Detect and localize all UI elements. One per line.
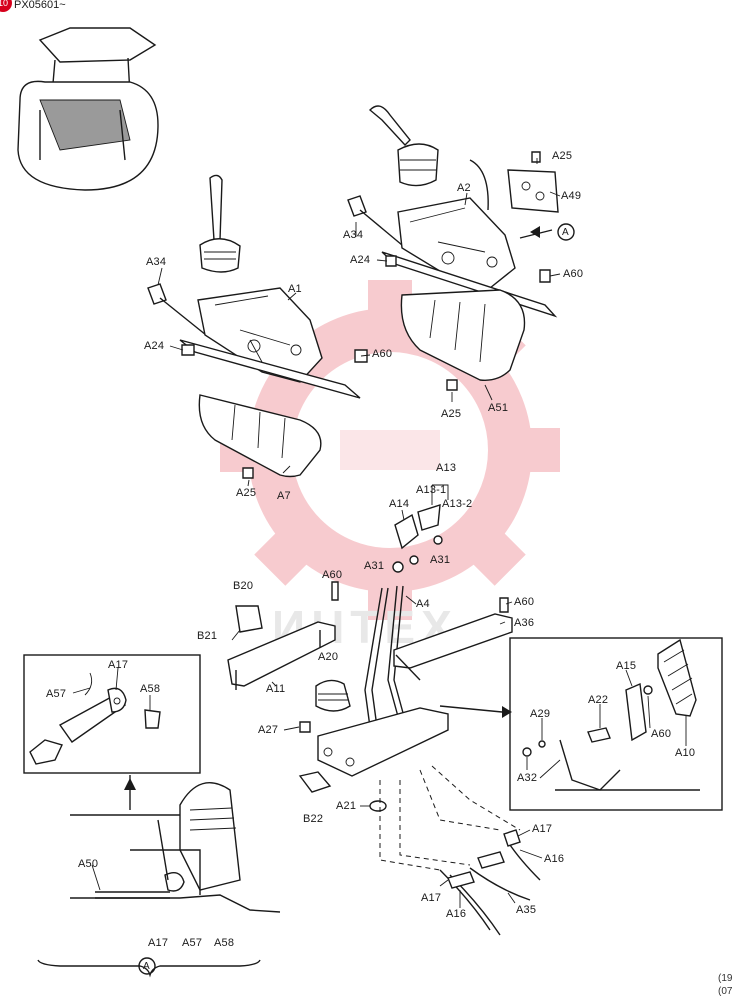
part-label-a17[interactable]: A17 xyxy=(532,823,553,835)
part-label-a34[interactable]: A34 xyxy=(146,256,167,268)
view-marker-a: A xyxy=(562,227,569,238)
page-header: 10 PX05601~ xyxy=(0,0,66,12)
part-label-a32[interactable]: A32 xyxy=(517,772,538,784)
serial-code: PX05601~ xyxy=(14,0,66,11)
part-label-a31[interactable]: A31 xyxy=(364,560,385,572)
part-label-b20[interactable]: B20 xyxy=(233,580,254,592)
part-label-a17[interactable]: A17 xyxy=(148,937,169,949)
inset-right-box xyxy=(509,637,723,811)
part-label-a24[interactable]: A24 xyxy=(350,254,371,266)
part-label-a35[interactable]: A35 xyxy=(516,904,537,916)
part-label-a14[interactable]: A14 xyxy=(389,498,410,510)
part-label-a29[interactable]: A29 xyxy=(530,708,551,720)
part-label-a13[interactable]: A13 xyxy=(436,462,457,474)
base-plate-group xyxy=(298,679,512,812)
part-label-a36[interactable]: A36 xyxy=(514,617,535,629)
part-label-a58[interactable]: A58 xyxy=(140,683,161,695)
part-label-a25[interactable]: A25 xyxy=(552,150,573,162)
machine-thumbnail-icon xyxy=(17,27,159,191)
part-label-a21[interactable]: A21 xyxy=(336,800,357,812)
part-label-a50[interactable]: A50 xyxy=(78,858,99,870)
part-label-a49[interactable]: A49 xyxy=(561,190,582,202)
part-label-a11[interactable]: A11 xyxy=(266,683,286,695)
inset-left-box xyxy=(23,654,201,810)
part-label-a10[interactable]: A10 xyxy=(675,747,696,759)
part-label-a16[interactable]: A16 xyxy=(446,908,467,920)
part-label-a58[interactable]: A58 xyxy=(214,937,235,949)
part-label-a51[interactable]: A51 xyxy=(488,402,509,414)
part-label-a17[interactable]: A17 xyxy=(421,892,442,904)
small-parts-group xyxy=(181,151,551,613)
part-label-b22[interactable]: B22 xyxy=(303,813,324,825)
part-label-a60[interactable]: A60 xyxy=(651,728,672,740)
part-label-a13-2[interactable]: A13-2 xyxy=(442,498,473,510)
left-lever-group xyxy=(147,174,361,478)
corner-line-2: (07 xyxy=(718,986,733,997)
bracket-group xyxy=(227,605,513,690)
part-label-a7[interactable]: A7 xyxy=(277,490,291,502)
part-label-a25[interactable]: A25 xyxy=(236,487,257,499)
part-label-a13-1[interactable]: A13-1 xyxy=(416,484,447,496)
part-label-a60[interactable]: A60 xyxy=(563,268,584,280)
part-label-a2[interactable]: A2 xyxy=(457,182,471,194)
view-marker-a-bottom: A xyxy=(143,961,150,972)
part-label-b21[interactable]: B21 xyxy=(197,630,218,642)
part-label-a24[interactable]: A24 xyxy=(144,340,165,352)
part-label-a34[interactable]: A34 xyxy=(343,229,364,241)
part-label-a17[interactable]: A17 xyxy=(108,659,129,671)
detail-a-view xyxy=(37,782,281,978)
part-label-a57[interactable]: A57 xyxy=(46,688,67,700)
corner-line-1: (19 xyxy=(718,973,733,984)
part-label-a60[interactable]: A60 xyxy=(372,348,393,360)
part-label-a22[interactable]: A22 xyxy=(588,694,609,706)
part-label-a4[interactable]: A4 xyxy=(416,598,430,610)
part-label-a60[interactable]: A60 xyxy=(322,569,343,581)
cable-routes xyxy=(379,765,521,871)
part-label-a20[interactable]: A20 xyxy=(318,651,339,663)
part-label-a57[interactable]: A57 xyxy=(182,937,203,949)
leader-lines xyxy=(72,158,687,908)
part-label-a31[interactable]: A31 xyxy=(430,554,451,566)
cable-group xyxy=(439,829,541,936)
part-label-a27[interactable]: A27 xyxy=(258,724,279,736)
part-label-a25[interactable]: A25 xyxy=(441,408,462,420)
part-label-a16[interactable]: A16 xyxy=(544,853,565,865)
corner-note: (19 (07 xyxy=(718,972,732,998)
right-lever-group xyxy=(347,105,559,381)
part-label-a15[interactable]: A15 xyxy=(616,660,637,672)
part-label-a1[interactable]: A1 xyxy=(288,283,302,295)
part-label-a60[interactable]: A60 xyxy=(514,596,535,608)
page-number-badge: 10 xyxy=(0,0,12,12)
